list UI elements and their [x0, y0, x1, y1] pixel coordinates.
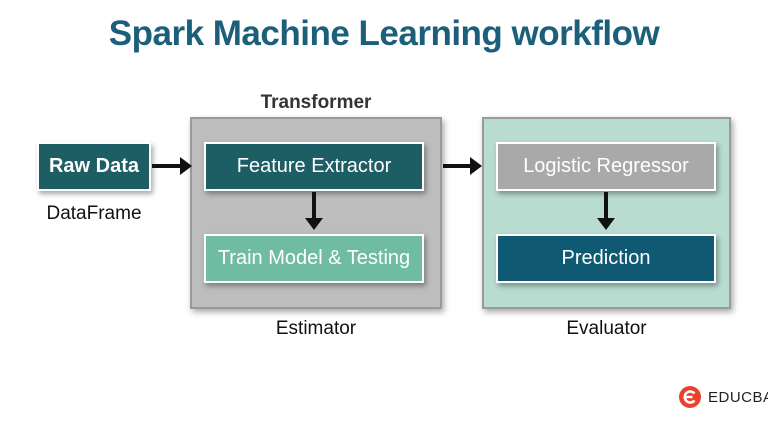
evaluator-label: Evaluator — [566, 318, 647, 339]
arrow-raw-to-feature — [152, 157, 192, 175]
arrow-logistic-to-prediction — [597, 192, 615, 230]
logistic-regressor-box: Logistic Regressor — [496, 142, 716, 191]
raw-data-box: Raw Data — [37, 142, 151, 191]
train-model-box: Train Model & Testing — [204, 234, 424, 283]
arrow-feature-to-train — [305, 192, 323, 230]
educba-logo: EDUCBA — [678, 385, 768, 409]
prediction-box: Prediction — [496, 234, 716, 283]
brand-name: EDUCBA — [708, 388, 768, 406]
transformer-label: Transformer — [260, 92, 372, 113]
estimator-label: Estimator — [275, 318, 357, 339]
educba-logo-icon — [679, 386, 701, 408]
arrow-transformer-to-evaluator — [443, 157, 482, 175]
raw-data-caption: DataFrame — [46, 203, 142, 224]
page-title: Spark Machine Learning workflow — [108, 14, 660, 53]
feature-extractor-box: Feature Extractor — [204, 142, 424, 191]
